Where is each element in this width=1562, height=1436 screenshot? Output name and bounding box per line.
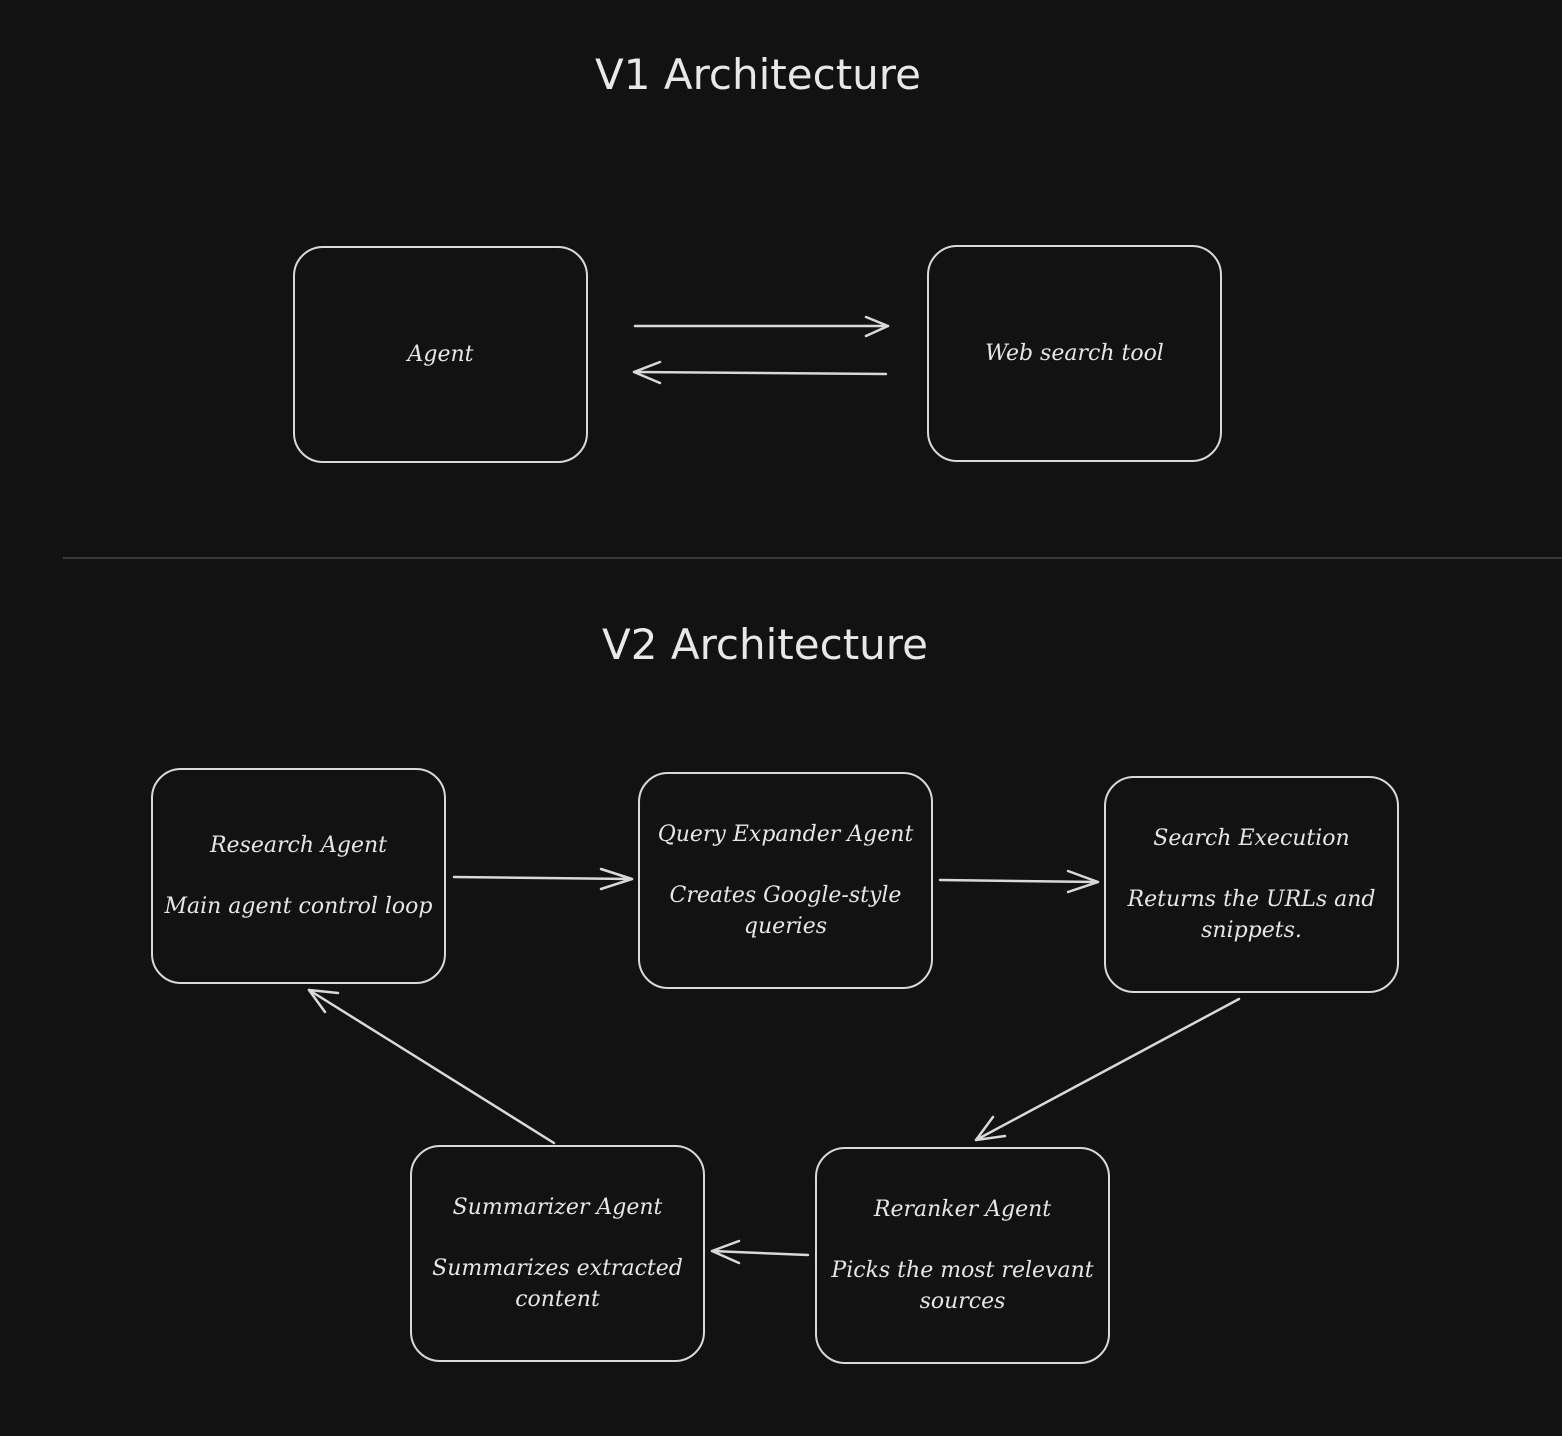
query-expander-agent-node[interactable]: Query Expander Agent Creates Google-styl… <box>638 772 933 989</box>
agent-label: Agent <box>407 342 474 367</box>
reranker-agent-description: Picks the most relevant sources <box>831 1258 1094 1314</box>
arrow-reranker-to-summarizer <box>710 1239 810 1265</box>
research-agent-node[interactable]: Research Agent Main agent control loop <box>151 768 446 984</box>
reranker-agent-label: Reranker Agent <box>873 1197 1052 1222</box>
search-execution-description: Returns the URLs and snippets. <box>1127 887 1376 943</box>
summarizer-agent-description: Summarizes extracted content <box>432 1256 683 1312</box>
summarizer-agent-node[interactable]: Summarizer Agent Summarizes extracted co… <box>410 1145 705 1362</box>
query-expander-agent-label: Query Expander Agent <box>657 822 914 847</box>
query-expander-agent-description: Creates Google-style queries <box>669 883 902 939</box>
research-agent-label: Research Agent <box>209 833 387 858</box>
web-search-tool-label: Web search tool <box>985 341 1164 366</box>
arrow-query-expander-to-search-execution <box>938 869 1100 894</box>
arrow-research-to-query-expander <box>452 867 634 891</box>
web-search-tool-node[interactable]: Web search tool <box>927 245 1222 462</box>
search-execution-node[interactable]: Search Execution Returns the URLs and sn… <box>1104 776 1399 993</box>
arrow-web-search-to-agent <box>632 360 888 385</box>
agent-node[interactable]: Agent <box>293 246 588 463</box>
reranker-agent-node[interactable]: Reranker Agent Picks the most relevant s… <box>815 1147 1110 1364</box>
section-divider <box>63 557 1562 559</box>
summarizer-agent-label: Summarizer Agent <box>452 1195 663 1220</box>
v1-title: V1 Architecture <box>595 50 921 99</box>
v2-title: V2 Architecture <box>602 620 928 669</box>
arrow-search-execution-to-reranker <box>974 997 1241 1142</box>
search-execution-label: Search Execution <box>1153 826 1350 851</box>
research-agent-description: Main agent control loop <box>164 894 433 919</box>
arrow-summarizer-to-research <box>307 988 556 1145</box>
arrow-agent-to-web-search <box>633 315 890 338</box>
